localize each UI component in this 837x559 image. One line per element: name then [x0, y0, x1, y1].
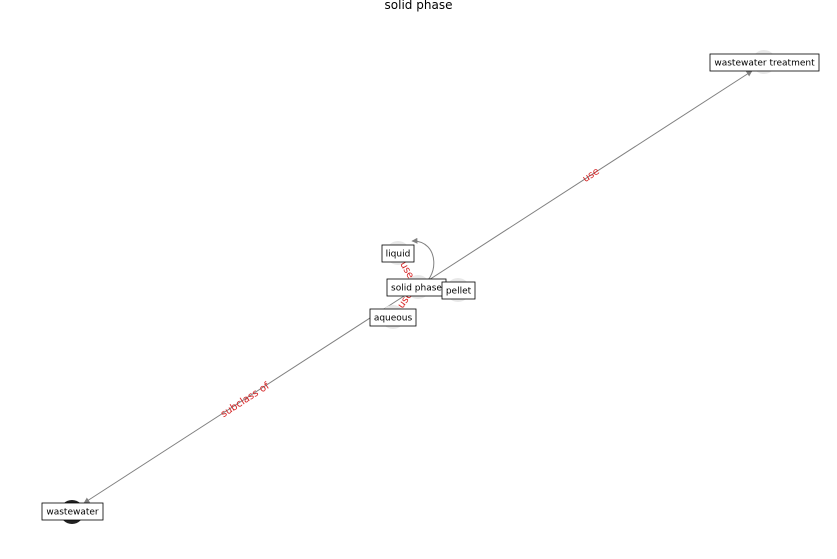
node-aqueous[interactable]: aqueous — [369, 308, 417, 327]
edge-use — [417, 70, 753, 288]
node-solid-phase[interactable]: solid phase — [386, 278, 447, 297]
node-pellet[interactable]: pellet — [441, 281, 476, 300]
node-label-liquid: liquid — [386, 250, 411, 260]
node-label-wastewater: wastewater — [46, 508, 99, 518]
node-label-pellet: pellet — [446, 287, 472, 297]
node-wastewater[interactable]: wastewater — [41, 502, 104, 521]
graph-title: solid phase — [384, 0, 453, 12]
node-liquid[interactable]: liquid — [381, 244, 415, 263]
edge-label-use: use — [581, 166, 602, 185]
edge-subclass-of — [83, 286, 419, 504]
node-label-wastewater-treatment: wastewater treatment — [714, 59, 815, 69]
node-wastewater-treatment[interactable]: wastewater treatment — [709, 53, 820, 72]
edge-label-subclass-of: subclass of — [219, 380, 272, 420]
node-label-aqueous: aqueous — [374, 314, 413, 324]
node-labels: wastewater treatment liquid solid phase … — [41, 53, 820, 521]
node-label-solid-phase: solid phase — [391, 284, 442, 294]
